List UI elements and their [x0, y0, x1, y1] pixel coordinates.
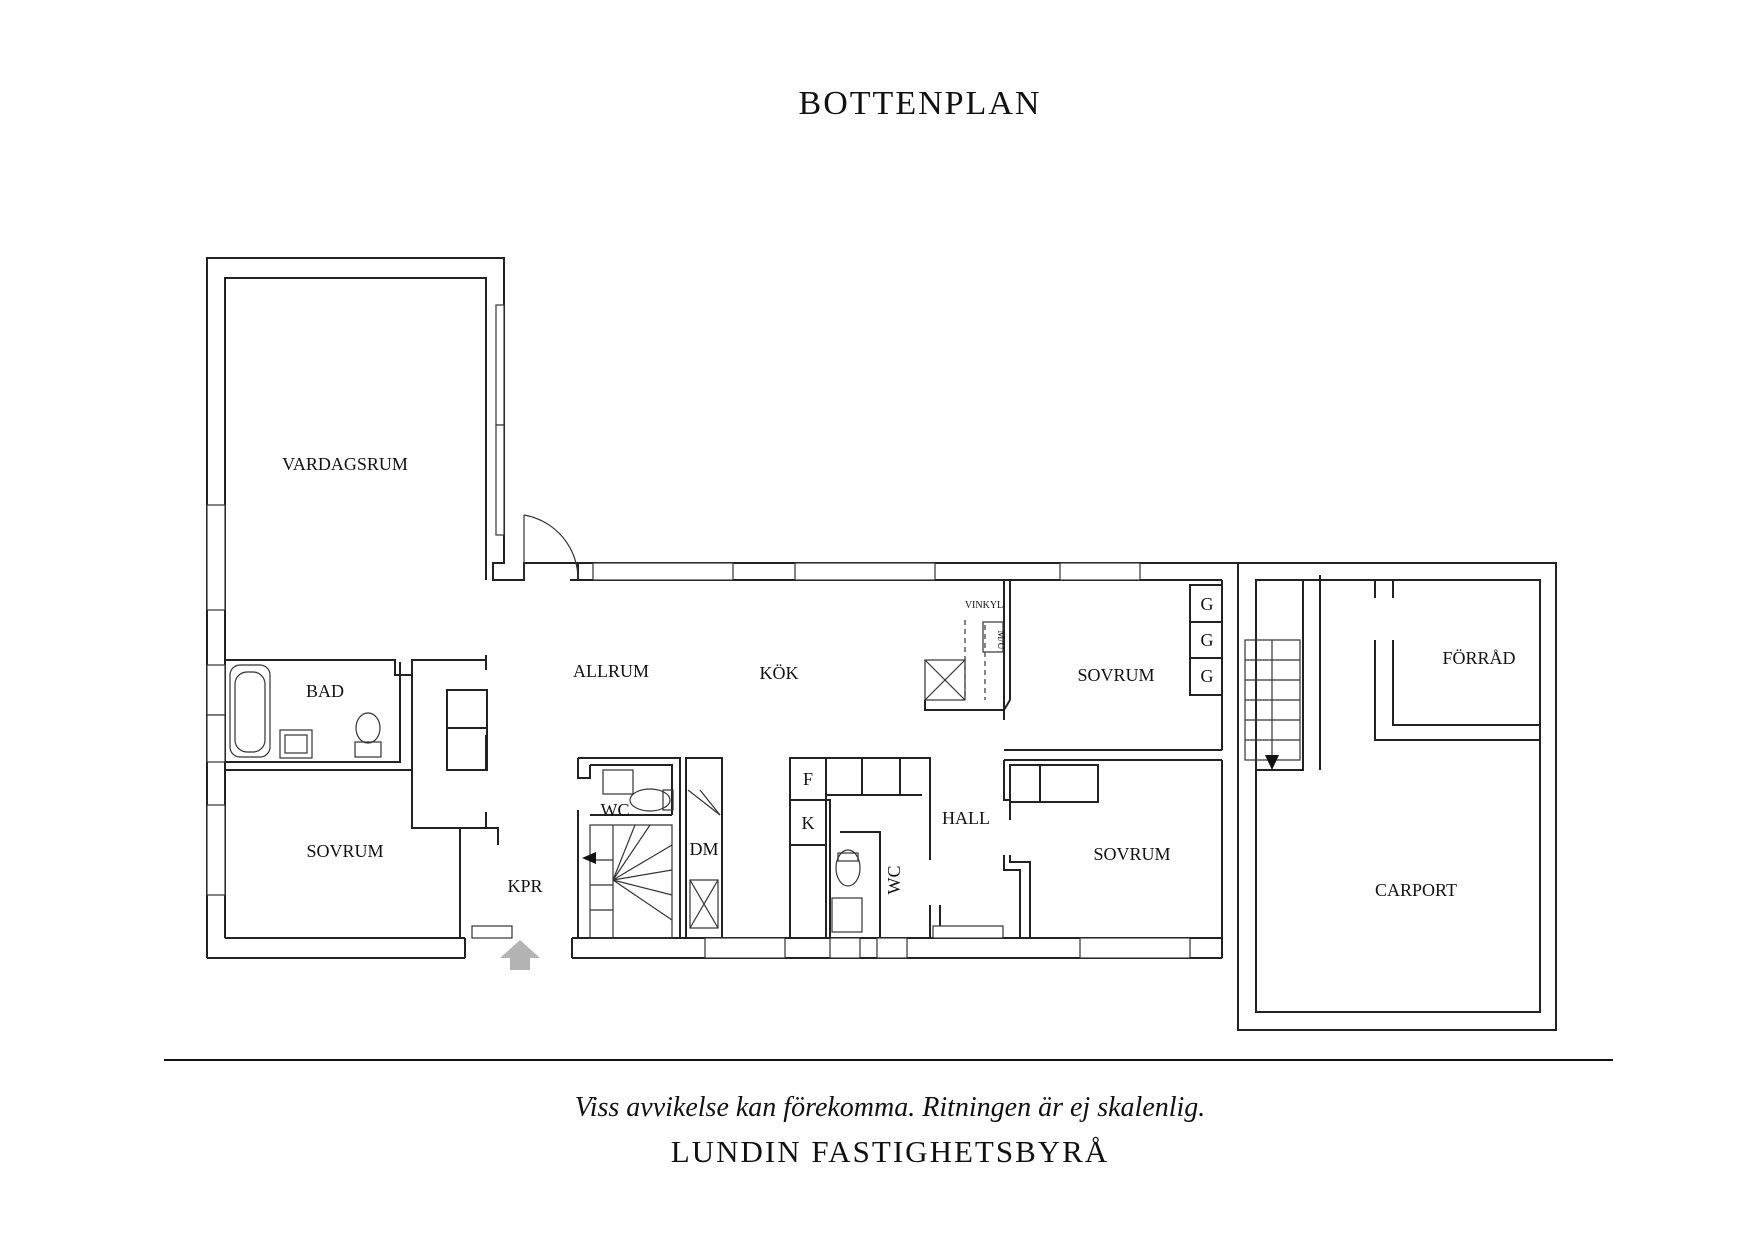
sink-icon: [279, 729, 313, 759]
room-label-forrad: FÖRRÅD: [1442, 648, 1515, 668]
toilet-icon: [835, 849, 861, 887]
shower-icon: [687, 789, 721, 929]
room-label-vinkyl: VINKYL: [965, 600, 1003, 611]
stairs-icon: [1244, 639, 1301, 770]
room-label-carport: CARPORT: [1375, 880, 1457, 900]
room-label-mu: M/U: [995, 631, 1006, 651]
plan-title: BOTTENPLAN: [799, 85, 1042, 122]
room-label-wc-1: WC: [601, 800, 630, 820]
bathtub-icon: [229, 664, 271, 758]
sink-icon: [831, 897, 863, 933]
footer-company: LUNDIN FASTIGHETSBYRÅ: [671, 1134, 1109, 1169]
room-label-wc-2: WC: [884, 866, 904, 895]
room-label-bad: BAD: [306, 681, 344, 701]
footer-disclaimer: Viss avvikelse kan förekomma. Ritningen …: [575, 1092, 1206, 1123]
room-label-k: K: [802, 813, 815, 833]
entry-arrow-icon: [500, 940, 540, 970]
door-swing-icon: [523, 514, 579, 581]
room-label-g2: G: [1201, 630, 1214, 650]
toilet-icon: [354, 712, 382, 758]
room-label-vardagsrum: VARDAGSRUM: [282, 454, 408, 474]
toilet-icon: [629, 788, 674, 812]
room-label-kpr: KPR: [507, 876, 542, 896]
room-label-sovrum-bottom: SOVRUM: [1093, 844, 1170, 864]
interior-walls: [225, 580, 1223, 939]
room-label-kok: KÖK: [760, 663, 799, 683]
room-label-f: F: [803, 769, 813, 789]
room-label-g1: G: [1201, 594, 1214, 614]
sink-icon: [602, 769, 634, 795]
windows: [206, 304, 1191, 959]
carport-block: [1237, 562, 1557, 1031]
room-label-dm: DM: [689, 839, 718, 859]
room-label-sovrum-left: SOVRUM: [306, 841, 383, 861]
room-label-g3: G: [1201, 666, 1214, 686]
stairs-icon: [582, 824, 673, 939]
room-label-hall: HALL: [942, 808, 990, 828]
room-label-allrum: ALLRUM: [573, 661, 649, 681]
room-label-sovrum-top: SOVRUM: [1077, 665, 1154, 685]
